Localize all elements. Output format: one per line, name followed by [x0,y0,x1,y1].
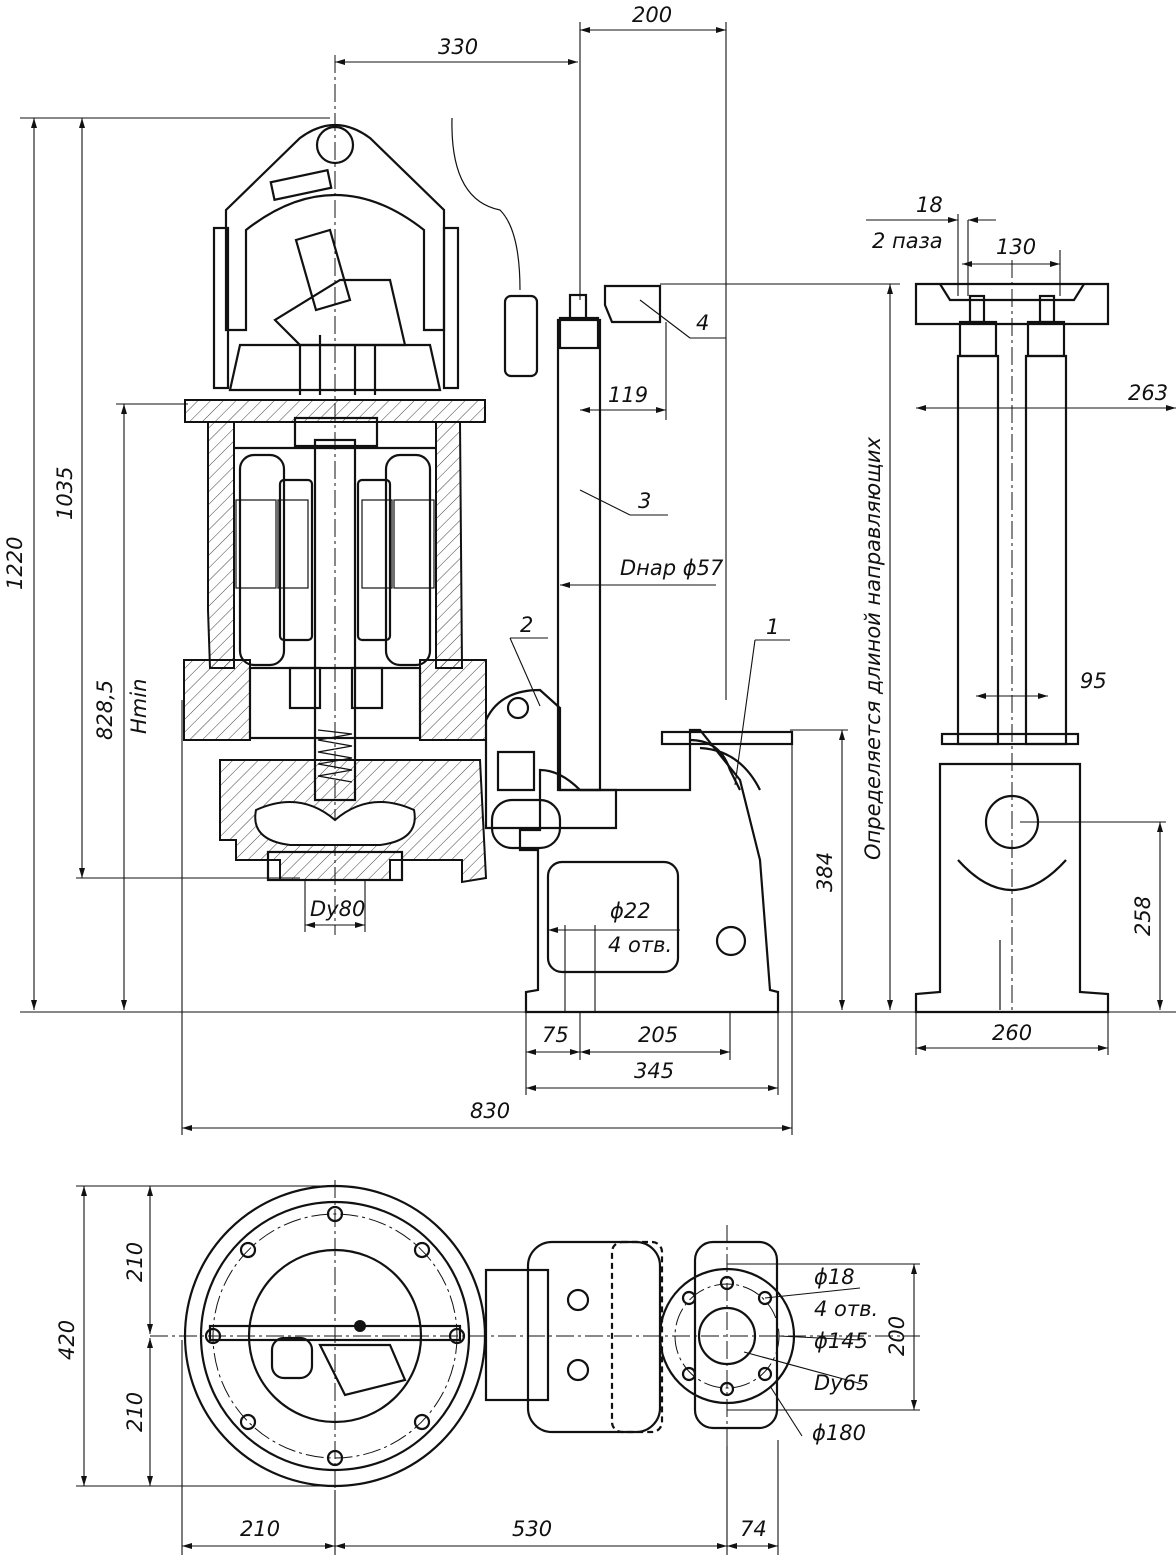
plan-dim-dy65: Dy65 [814,1371,869,1395]
callout-4: 4 [696,311,709,335]
dim-hmin: Hmin [127,679,151,734]
dim-205: 205 [638,1023,678,1047]
plan-dim-phi180: ϕ180 [812,1421,866,1445]
plan-dim-210-top: 210 [123,1242,147,1282]
dim-1220: 1220 [3,537,27,590]
dim-345: 345 [634,1059,674,1083]
callout-3: 3 [638,489,651,513]
plan-view [150,1180,920,1495]
stator-windings [235,453,435,667]
dim-phi22: ϕ22 [610,899,651,923]
cable-glands [298,335,377,395]
guide-length-note: Определяется длиной направляющих [861,436,885,860]
dim-830: 830 [470,1099,510,1123]
plan-dim-phi145: ϕ145 [814,1329,868,1353]
plan-dim-phi18: ϕ18 [814,1265,855,1289]
dim-d57: Dнар ϕ57 [620,556,724,580]
plan-dim-530: 530 [512,1517,552,1541]
dim-200: 200 [632,3,672,27]
dimension-lines [20,22,1176,1555]
plan-dim-210-horiz: 210 [240,1517,280,1541]
dimension-labels: 200 330 1220 1035 828,5 Hmin Dy80 Dнар ϕ… [3,3,1168,1541]
pump-front-view [183,55,618,935]
dim-258: 258 [1131,896,1155,936]
side-view-base [914,260,1110,1014]
dim-95: 95 [1080,669,1107,693]
dim-dy80: Dy80 [310,897,365,921]
dim-75: 75 [542,1023,569,1047]
dim-384: 384 [813,852,837,892]
dim-4-holes: 4 отв. [608,933,672,957]
callout-2: 2 [520,613,533,637]
dim-18: 18 [916,193,943,217]
dim-2-slots: 2 паза [872,229,943,253]
plan-dim-74: 74 [740,1517,767,1541]
plan-dim-210-bottom: 210 [123,1392,147,1432]
dim-263: 263 [1128,381,1168,405]
plan-dim-420: 420 [55,1320,79,1360]
dim-828: 828,5 [93,680,117,740]
dim-119: 119 [608,383,648,407]
plan-dim-4-holes: 4 отв. [814,1297,878,1321]
dim-330: 330 [438,35,478,59]
callout-1: 1 [766,615,779,639]
callout-labels: 1 2 3 4 [520,311,779,639]
dim-130: 130 [996,235,1036,259]
dim-260: 260 [992,1021,1032,1045]
guide-pipe-and-base [490,284,794,1014]
dim-1035: 1035 [53,467,77,520]
plan-dim-200: 200 [885,1316,909,1356]
